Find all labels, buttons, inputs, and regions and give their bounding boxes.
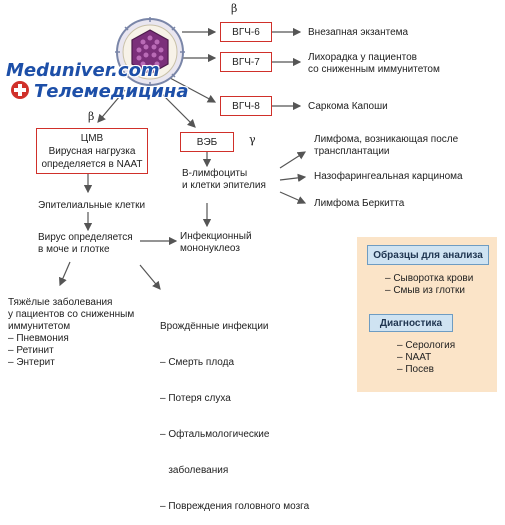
mononucleosis-line: мононуклеоз — [180, 243, 240, 254]
medical-cross-icon — [11, 81, 29, 99]
info-panel: Образцы для анализа – Сыворотка крови – … — [357, 237, 497, 392]
beta-label-left: β — [88, 110, 95, 123]
congenital-line: – Потеря слуха — [160, 393, 231, 404]
post-transplant-lymphoma-text: Лимфома, возникающая после трансплантаци… — [314, 134, 458, 158]
severe-disease-line: – Пневмония — [8, 333, 69, 344]
hhv8-outcome: Саркома Капоши — [308, 101, 388, 112]
burkitt-lymphoma-text: Лимфома Беркитта — [314, 198, 405, 209]
diagnostics-title: Диагностика — [369, 314, 453, 332]
cmv-box-line: ЦМВ — [80, 132, 104, 144]
cmv-box-line: Вирусная нагрузка — [48, 145, 136, 157]
b-cells-line: В-лимфоциты — [182, 168, 248, 179]
diagnostic-item: – Серология — [397, 340, 456, 351]
severe-disease-text: Тяжёлые заболевания у пациентов со сниже… — [8, 297, 134, 369]
diagnostic-item: – NAAT — [397, 352, 432, 363]
ebv-box: ВЭБ — [180, 132, 234, 152]
hhv6-box: ВГЧ-6 — [220, 22, 272, 42]
connector-arrows — [59, 27, 307, 290]
watermark-site: Meduniver.com — [6, 60, 160, 81]
severe-disease-line: Тяжёлые заболевания — [8, 297, 113, 308]
congenital-line: – Смерть плода — [160, 357, 235, 368]
congenital-line: – Повреждения головного мозга — [160, 501, 310, 512]
nasopharyngeal-carcinoma-text: Назофарингеальная карцинома — [314, 171, 463, 182]
congenital-infections-text: Врождённые инфекции – Смерть плода – Пот… — [160, 297, 309, 525]
sample-item: – Сыворотка крови — [385, 273, 474, 284]
severe-disease-line: – Ретинит — [8, 345, 54, 356]
cmv-box: ЦМВ Вирусная нагрузка определяется в NAA… — [36, 128, 148, 174]
hhv7-box: ВГЧ-7 — [220, 52, 272, 72]
samples-list: – Сыворотка крови – Смыв из глотки — [385, 273, 473, 297]
herpesvirus-illustration — [115, 17, 185, 87]
mononucleosis-text: Инфекционный мононуклеоз — [180, 231, 252, 255]
diagnostics-list: – Серология – NAAT – Посев — [397, 340, 455, 376]
samples-title: Образцы для анализа — [367, 245, 489, 265]
congenital-line: Врождённые инфекции — [160, 321, 269, 332]
epithelial-cells-text: Эпителиальные клетки — [38, 200, 146, 211]
cmv-box-line: определяется в NAAT — [41, 158, 143, 170]
congenital-line: заболевания — [160, 465, 229, 476]
b-cells-text: В-лимфоциты и клетки эпителия — [182, 168, 266, 192]
b-cells-line: и клетки эпителия — [182, 180, 266, 191]
severe-disease-line: – Энтерит — [8, 357, 55, 368]
congenital-line: – Офтальмологические — [160, 429, 270, 440]
severe-disease-line: у пациентов со сниженным — [8, 309, 135, 320]
sample-item: – Смыв из глотки — [385, 285, 465, 296]
hhv8-box: ВГЧ-8 — [220, 96, 272, 116]
mononucleosis-line: Инфекционный — [180, 231, 252, 242]
lymphoma-line: трансплантации — [314, 146, 390, 157]
virus-detected-text: Вирус определяется в моче и глотке — [38, 232, 133, 256]
virus-detected-line: Вирус определяется — [38, 232, 133, 243]
hhv7-outcome-line: Лихорадка у пациентов — [308, 52, 417, 63]
virus-detected-line: в моче и глотке — [38, 244, 110, 255]
diagnostic-item: – Посев — [397, 364, 434, 375]
lymphoma-line: Лимфома, возникающая после — [314, 134, 459, 145]
watermark-telemedicine: Телемедицина — [34, 81, 189, 102]
severe-disease-line: иммунитетом — [8, 321, 71, 332]
hhv7-outcome: Лихорадка у пациентов со сниженным иммун… — [308, 52, 440, 76]
gamma-label: γ — [249, 133, 256, 146]
beta-label-top: β — [231, 2, 238, 15]
hhv7-outcome-line: со сниженным иммунитетом — [308, 64, 440, 75]
hhv6-outcome: Внезапная экзантема — [308, 27, 409, 38]
